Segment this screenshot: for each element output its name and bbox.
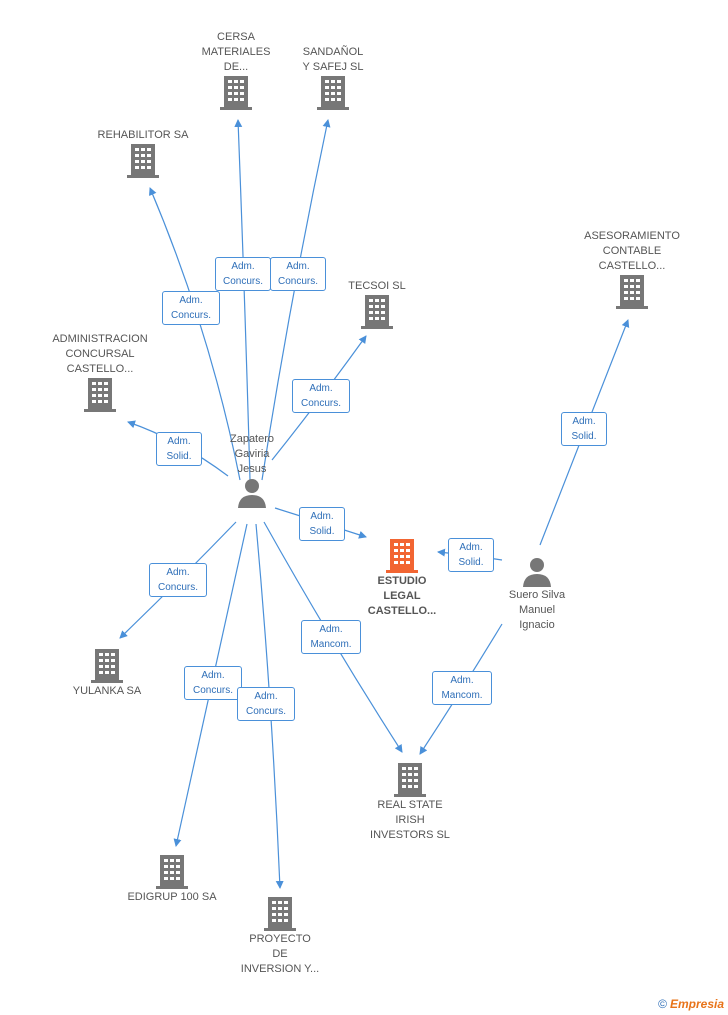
building-icon (84, 378, 116, 412)
company-estudio-focus[interactable]: ESTUDIO LEGAL CASTELLO... (352, 538, 452, 619)
company-label: SANDAÑOL Y SAFEJ SL (302, 46, 364, 73)
edge-zapatero-cersa (234, 119, 251, 481)
tag-realstate-zapatero: Adm. Mancom. (301, 620, 361, 654)
company-administracion[interactable]: ADMINISTRACION CONCURSAL CASTELLO... (40, 332, 160, 413)
person-icon (238, 479, 266, 508)
tag-realstate-suero: Adm. Mancom. (432, 671, 492, 705)
tag-tecsoi: Adm. Concurs. (292, 379, 350, 413)
tag-rehabilitor: Adm. Concurs. (162, 291, 220, 325)
tag-estudio-suero: Adm. Solid. (448, 538, 494, 572)
company-yulanka[interactable]: YULANKA SA (52, 648, 162, 699)
building-icon (317, 76, 349, 110)
company-edigrup[interactable]: EDIGRUP 100 SA (112, 854, 232, 905)
building-icon (127, 144, 159, 178)
company-tecsoi[interactable]: TECSOI SL (332, 279, 422, 330)
company-label: EDIGRUP 100 SA (127, 891, 217, 903)
tag-asesoramiento: Adm. Solid. (561, 412, 607, 446)
person-icon (523, 558, 551, 587)
tag-estudio-zapatero: Adm. Solid. (299, 507, 345, 541)
company-cersa[interactable]: CERSA MATERIALES DE... (188, 30, 284, 111)
tag-cersa: Adm. Concurs. (215, 257, 271, 291)
building-icon (91, 649, 123, 683)
company-label: REHABILITOR SA (97, 129, 189, 141)
building-icon (156, 855, 188, 889)
company-label: CERSA MATERIALES DE... (201, 31, 271, 73)
tag-sandanol: Adm. Concurs. (270, 257, 326, 291)
building-icon (264, 897, 296, 931)
building-icon (220, 76, 252, 110)
company-asesoramiento[interactable]: ASESORAMIENTO CONTABLE CASTELLO... (572, 229, 692, 310)
tag-administracion: Adm. Solid. (156, 432, 202, 466)
person-label: Zapatero Gaviria Jesus (229, 433, 275, 475)
company-label: ASESORAMIENTO CONTABLE CASTELLO... (584, 230, 680, 272)
building-icon (361, 295, 393, 329)
building-icon (616, 275, 648, 309)
brand-name: Empresia (669, 997, 724, 1011)
edge-zapatero-rehabilitor (149, 187, 241, 481)
tag-yulanka: Adm. Concurs. (149, 563, 207, 597)
company-sandanol[interactable]: SANDAÑOL Y SAFEJ SL (285, 45, 381, 111)
company-label: TECSOI SL (348, 280, 406, 292)
company-label: ESTUDIO LEGAL CASTELLO... (367, 575, 437, 617)
building-icon (386, 539, 418, 573)
copyright-icon: © (658, 997, 667, 1011)
building-icon (394, 763, 426, 797)
company-label: REAL STATE IRISH INVESTORS SL (370, 799, 450, 841)
company-label: PROYECTO DE INVERSION Y... (240, 933, 320, 975)
company-real-state[interactable]: REAL STATE IRISH INVESTORS SL (352, 762, 468, 843)
company-proyecto[interactable]: PROYECTO DE INVERSION Y... (228, 896, 332, 977)
company-label: ADMINISTRACION CONCURSAL CASTELLO... (52, 333, 148, 375)
person-suero[interactable]: Suero Silva Manuel Ignacio (490, 556, 584, 633)
company-label: YULANKA SA (72, 685, 142, 697)
brand-footer[interactable]: ©Empresia (658, 997, 724, 1011)
person-zapatero[interactable]: Zapatero Gaviria Jesus (206, 432, 298, 509)
tag-proyecto: Adm. Concurs. (237, 687, 295, 721)
person-label: Suero Silva Manuel Ignacio (508, 589, 566, 631)
edge-zapatero-sandanol (261, 119, 331, 481)
tag-edigrup: Adm. Concurs. (184, 666, 242, 700)
company-rehabilitor[interactable]: REHABILITOR SA (78, 128, 208, 179)
